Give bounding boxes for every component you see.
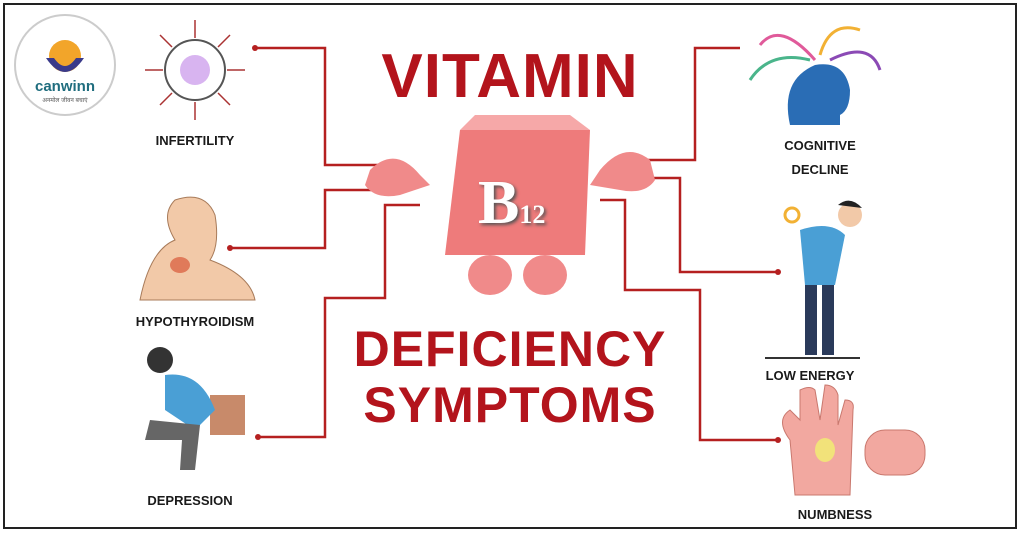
image-frame (3, 3, 1017, 529)
connector-hypothyroidism (230, 188, 385, 250)
connector-low-energy (620, 176, 778, 274)
label-low-energy: LOW ENERGY (765, 368, 855, 383)
connector-cognitive (615, 46, 740, 162)
connector-depression (258, 203, 420, 439)
mascot-b-letter: B12 (478, 168, 545, 239)
title-symptoms: SYMPTOMS (363, 377, 657, 433)
label-decline: DECLINE (791, 162, 849, 177)
b-letter: B (478, 169, 520, 237)
low-energy-illustration (765, 200, 862, 359)
title-vitamin: VITAMIN (381, 42, 639, 111)
label-depression: DEPRESSION (147, 493, 233, 508)
b12-mascot (365, 115, 655, 295)
cognitive-decline-illustration (748, 26, 882, 125)
canwinn-logo: canwinn अनमोल जीवन बचाएं (14, 14, 116, 116)
label-cognitive: COGNITIVE (784, 138, 856, 153)
b-subscript: 12 (519, 200, 546, 229)
label-numbness: NUMBNESS (797, 507, 873, 522)
connector-infertility (255, 46, 385, 167)
numbness-illustration (782, 384, 926, 496)
depression-illustration (145, 347, 245, 470)
label-hypothyroidism: HYPOTHYROIDISM (135, 314, 255, 329)
logo-name: canwinn (34, 78, 95, 95)
title-deficiency: DEFICIENCY (353, 321, 667, 377)
connector-numbness (600, 198, 778, 442)
logo-tagline: अनमोल जीवन बचाएं (42, 98, 88, 104)
label-infertility: INFERTILITY (155, 133, 235, 148)
hypothyroidism-illustration (139, 196, 256, 301)
infertility-illustration (145, 20, 245, 120)
